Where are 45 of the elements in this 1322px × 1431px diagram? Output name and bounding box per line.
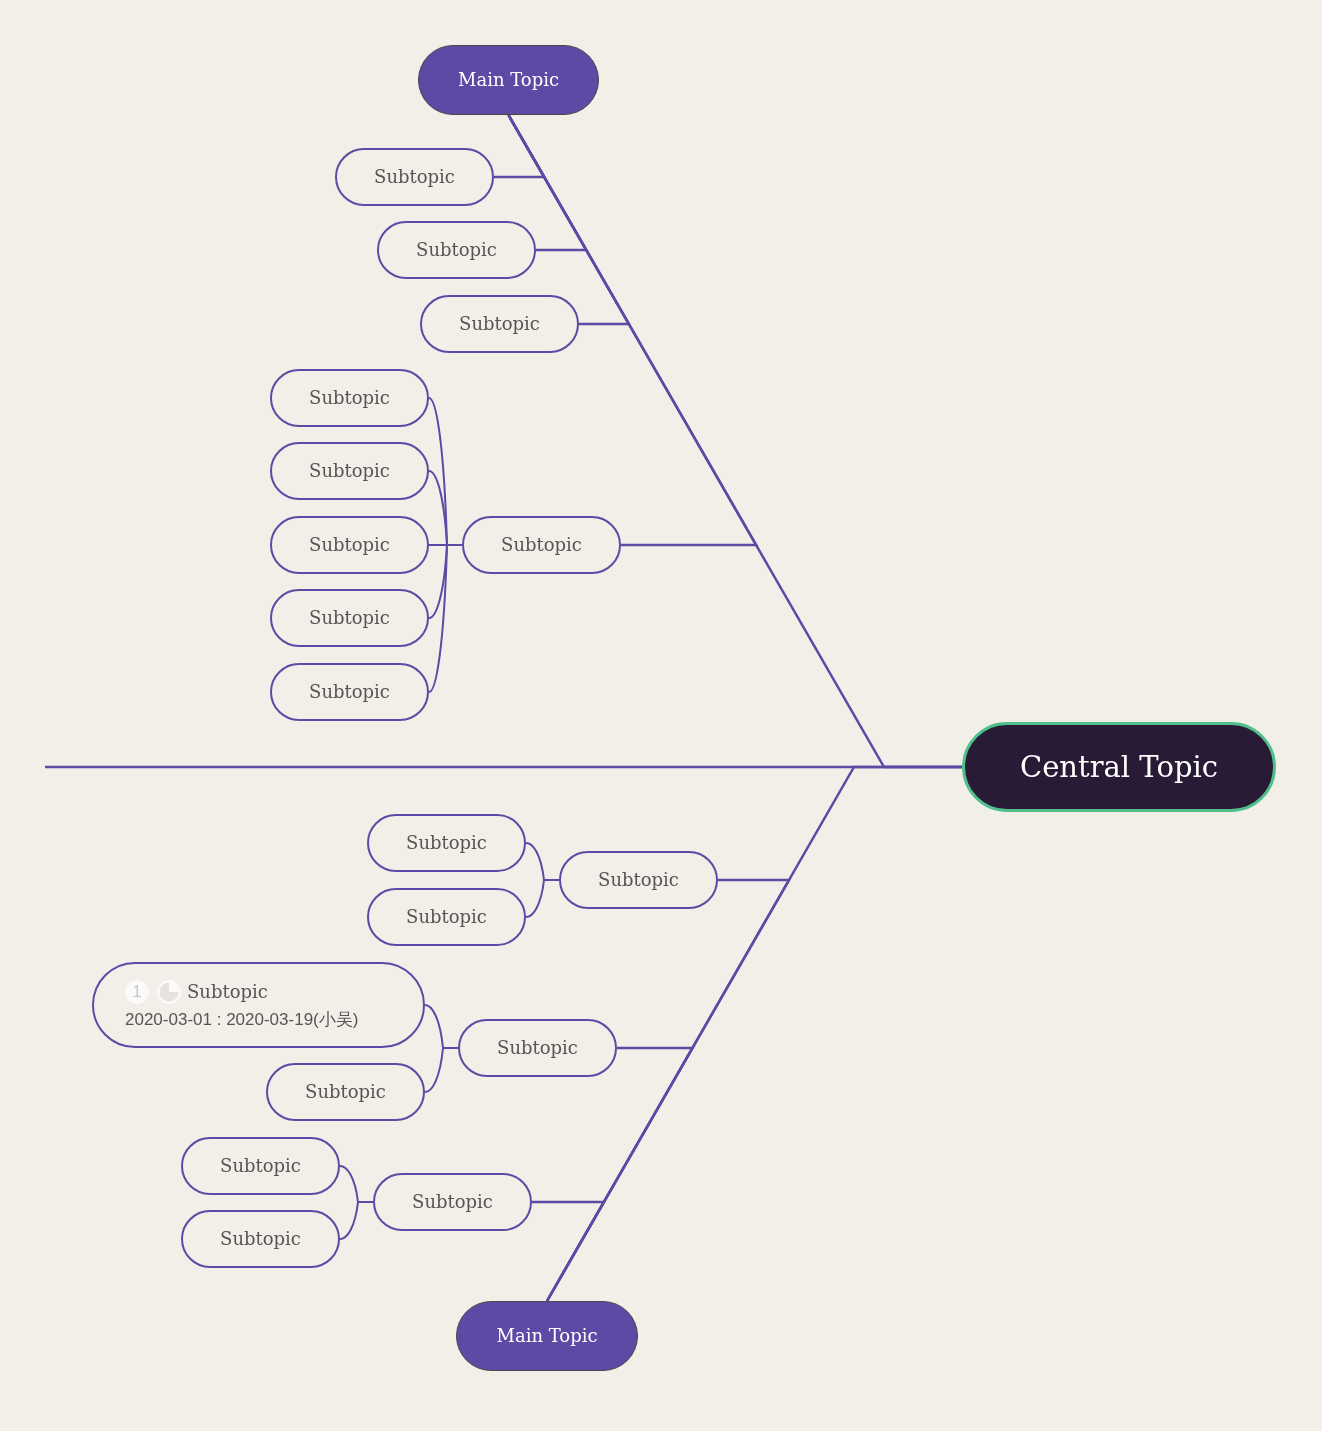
subtopic-box <box>270 663 429 721</box>
subtopic-text: Subtopic <box>187 981 268 1003</box>
subtopic-box <box>420 295 579 353</box>
subtopic-text: Subtopic <box>309 387 390 409</box>
subtopic-box <box>270 516 429 574</box>
subtopic-text: Subtopic <box>309 607 390 629</box>
subtopic-box <box>377 221 536 279</box>
subtopic-box <box>373 1173 532 1231</box>
subtopic-box <box>270 589 429 647</box>
branch-curve <box>339 1201 374 1240</box>
date-range-text: 2020-03-01 : 2020-03-19(小吴) <box>125 1009 359 1031</box>
subtopic-box <box>367 888 526 946</box>
subtopic-text: Subtopic <box>309 460 390 482</box>
branch-line <box>532 1200 607 1302</box>
subtopic-box <box>266 1063 425 1121</box>
subtopic-box <box>458 1019 617 1077</box>
subtopic-text: Subtopic <box>305 1081 386 1103</box>
subtopic-text: Subtopic <box>220 1155 301 1177</box>
subtopic-text: Subtopic <box>501 534 582 556</box>
subtopic-box <box>335 148 494 206</box>
subtopic-text: Subtopic <box>459 313 540 335</box>
main-topic-text: Main Topic <box>496 1325 598 1347</box>
branch-curve <box>424 1047 459 1093</box>
subtopic-box <box>270 369 429 427</box>
subtopic-text: Subtopic <box>309 681 390 703</box>
central-topic-text: Central Topic <box>1020 749 1218 785</box>
subtopic-box <box>181 1210 340 1268</box>
subtopic-text: Subtopic <box>416 239 497 261</box>
subtopic-box <box>270 442 429 500</box>
subtopic-box <box>559 851 718 909</box>
subtopic-text: Subtopic <box>309 534 390 556</box>
subtopic-text: Subtopic <box>406 832 487 854</box>
branch-curve <box>428 544 463 693</box>
branch-curve <box>525 879 560 918</box>
subtopic-box <box>181 1137 340 1195</box>
subtopic-box <box>462 516 621 574</box>
subtopic-box <box>367 814 526 872</box>
subtopic-text: Subtopic <box>374 166 455 188</box>
subtopic-text: Subtopic <box>406 906 487 928</box>
subtopic-text: Subtopic <box>598 869 679 891</box>
main-topic-text: Main Topic <box>457 69 559 91</box>
branch-line <box>507 114 759 547</box>
subtopic-text: Subtopic <box>412 1191 493 1213</box>
subtopic-text: Subtopic <box>220 1228 301 1250</box>
subtopic-text: Subtopic <box>497 1037 578 1059</box>
